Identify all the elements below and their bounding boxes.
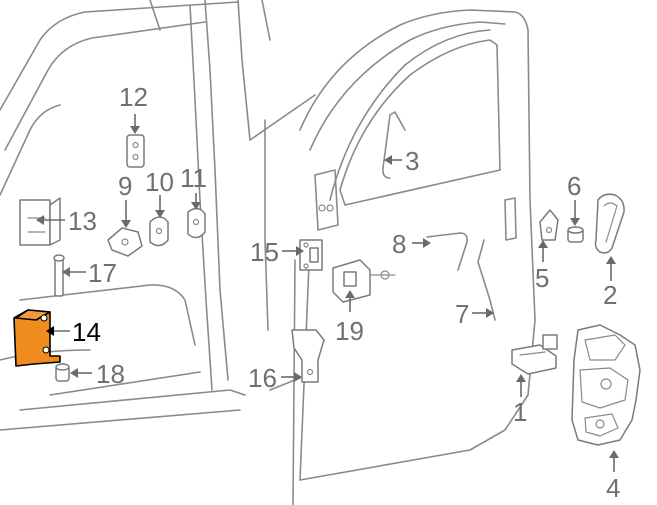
vehicle-body-outline [0, 0, 316, 431]
part-18-spacer [55, 363, 70, 382]
part-14-lower-hinge-highlighted[interactable] [13, 309, 61, 367]
callout-18: 18 [96, 359, 125, 389]
part-6-bushing [567, 226, 584, 243]
callout-10: 10 [145, 167, 174, 197]
callout-4: 4 [606, 473, 620, 503]
part-12-bracket [126, 134, 145, 168]
callout-2: 2 [603, 280, 617, 310]
part-15-link [299, 239, 323, 271]
part-9-hinge-plate [107, 227, 143, 257]
callout-1: 1 [513, 397, 527, 427]
callout-8: 8 [392, 229, 406, 259]
leader-lines [36, 114, 619, 472]
callout-16: 16 [248, 363, 277, 393]
callout-9: 9 [118, 171, 132, 201]
part-13-upper-hinge [19, 197, 61, 246]
part-16-bracket [291, 329, 325, 383]
door-outline [292, 9, 536, 505]
callout-15: 15 [250, 237, 279, 267]
part-7-rod [477, 239, 496, 321]
callout-labels: 12 9 10 11 13 17 14 18 15 16 19 3 8 7 6 … [68, 82, 620, 503]
callout-6: 6 [567, 171, 581, 201]
callout-13: 13 [68, 206, 97, 236]
part-2-handle [594, 193, 625, 254]
part-11-plate [187, 207, 206, 239]
callout-12: 12 [119, 82, 148, 112]
part-10-plate [149, 216, 169, 247]
callout-19: 19 [335, 316, 364, 346]
callout-11: 11 [180, 163, 207, 193]
callout-5: 5 [535, 263, 549, 293]
callout-17: 17 [88, 258, 117, 288]
part-17-hinge-pin [53, 254, 65, 297]
callout-3: 3 [405, 146, 419, 176]
part-4-door-latch [571, 324, 641, 446]
callout-14-highlighted[interactable]: 14 [72, 317, 101, 347]
part-8-rod [426, 232, 468, 271]
callout-7: 7 [455, 299, 469, 329]
part-19-latch-mechanism [332, 259, 396, 303]
part-1-actuator [511, 334, 558, 375]
part-5-clip [539, 209, 559, 241]
part-3-rod [382, 111, 406, 179]
